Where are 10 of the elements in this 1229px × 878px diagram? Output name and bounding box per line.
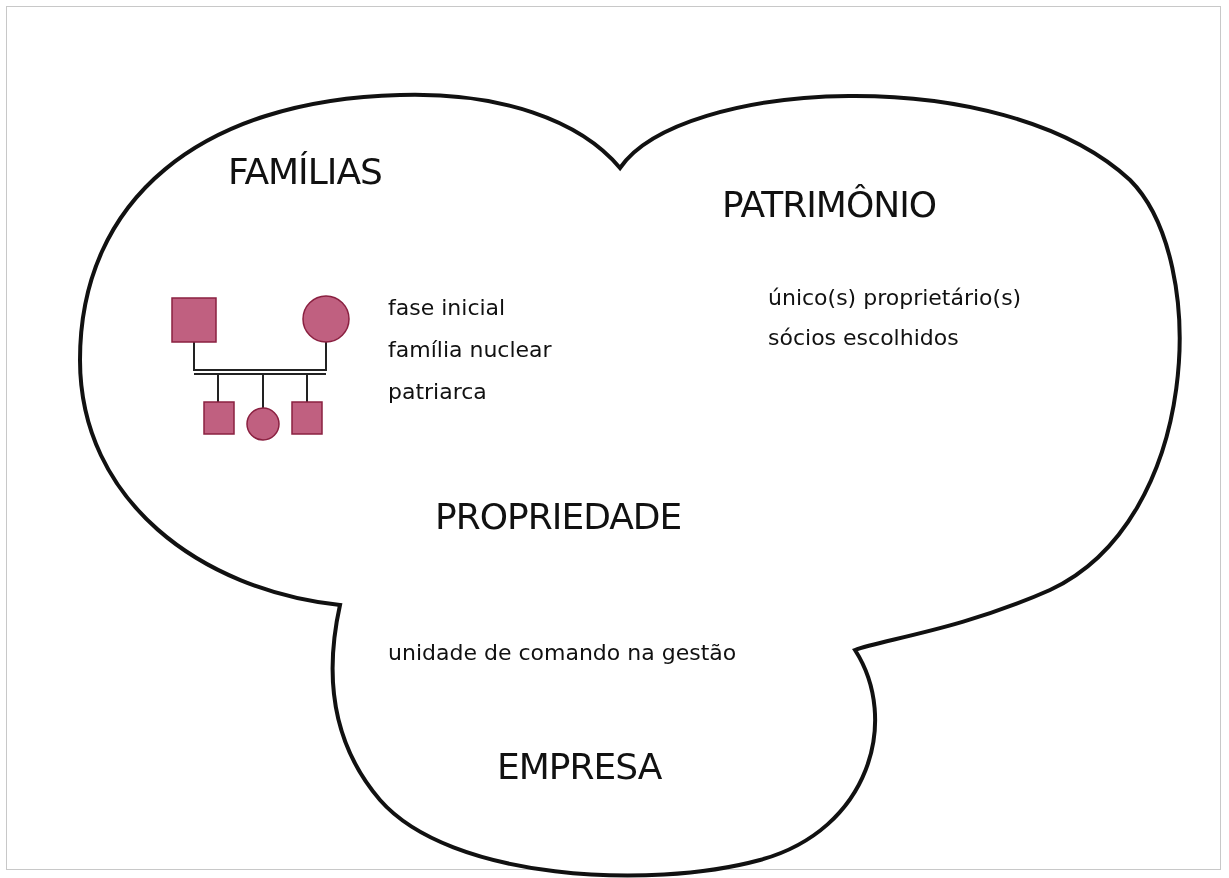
text: único(s) proprietário(s) — [768, 285, 1022, 312]
text: família nuclear — [388, 337, 552, 364]
text: fase inicial — [388, 295, 506, 322]
text: patriarca — [388, 379, 487, 406]
heading: FAMÍLIAS — [228, 150, 382, 194]
heading: PROPRIEDADE — [435, 495, 682, 539]
text: sócios escolhidos — [768, 325, 959, 352]
heading: EMPRESA — [497, 745, 662, 789]
heading: PATRIMÔNIO — [722, 183, 937, 227]
text: unidade de comando na gestão — [388, 640, 737, 667]
